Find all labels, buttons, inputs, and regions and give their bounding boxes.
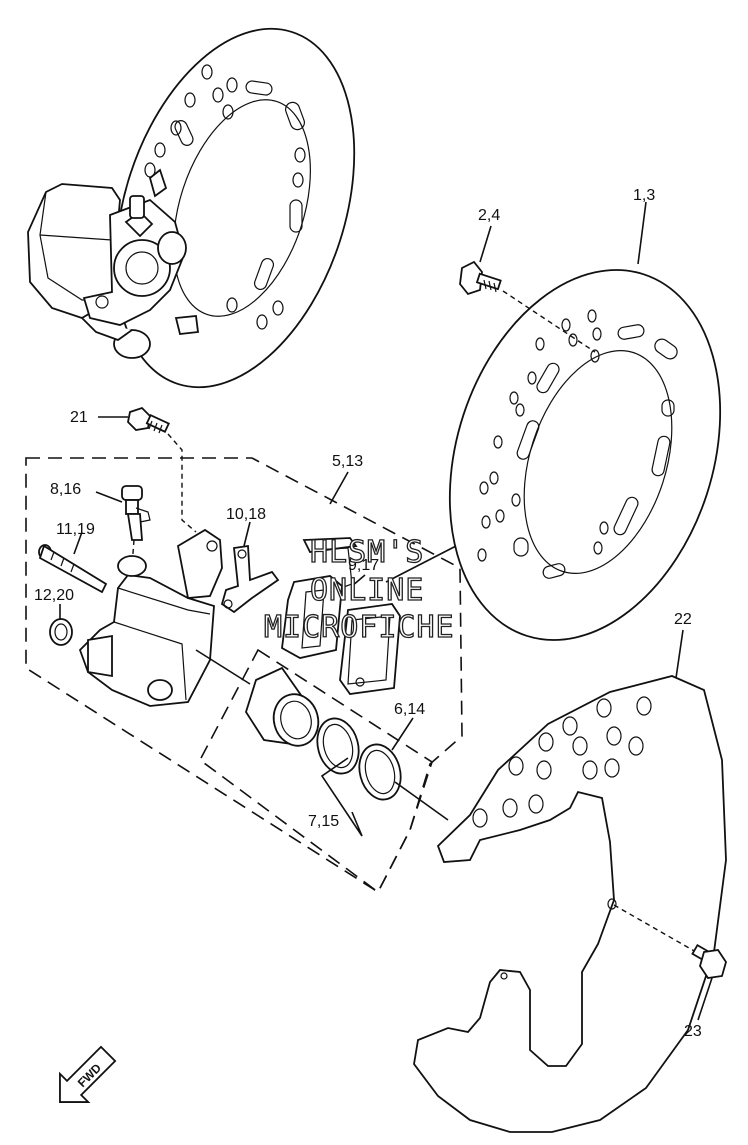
disc-cover [413,675,727,1133]
brake-disc [448,269,722,641]
bleed-screw [121,485,151,567]
piston-seal [316,717,360,775]
label-pad-support: 9,17 [348,557,379,574]
caliper-body [78,528,223,707]
label-pad-kit: 5,13 [332,453,363,470]
label-disc: 1,3 [633,187,655,204]
piston [245,666,320,747]
pad-pin [38,544,108,594]
assembled-caliper [27,168,200,359]
callout-labels: 1,3 2,4 21 5,13 8,16 10,18 11,19 9,17 12… [34,187,702,1040]
assembled-brake-view [27,27,356,389]
label-cover-bolt: 23 [684,1023,702,1040]
label-caliper-bolt: 21 [70,409,88,426]
label-pin: 11,19 [56,521,95,538]
cover-bolt [613,904,727,979]
watermark-line-1: HLSM'S [310,535,424,570]
label-pad-spring: 10,18 [226,506,266,523]
assembled-disc [114,27,356,389]
label-seal-set: 7,15 [308,813,339,830]
leader-lines [59,201,713,1021]
label-boot: 12,20 [34,587,74,604]
watermark: HLSM'S ONLINE MICROFICHE [263,534,455,645]
assembly-axis-lines [195,545,457,821]
label-disc-cover: 22 [674,611,692,628]
brake-pads [281,575,401,695]
pad-spring [220,544,280,614]
boot [49,618,73,646]
label-bleed-screw: 8,16 [50,481,81,498]
caliper-bolt [127,406,197,533]
watermark-line-3: MICROFICHE [264,610,455,645]
watermark-line-2: ONLINE [310,573,424,608]
label-disc-bolt: 2,4 [478,207,500,224]
label-pad-shim: 6,14 [394,701,425,718]
dashed-assembly-frame [25,457,463,894]
disc-bolt [459,260,596,353]
fwd-arrow-icon: FWD [59,1045,117,1103]
dust-seal [358,743,402,801]
